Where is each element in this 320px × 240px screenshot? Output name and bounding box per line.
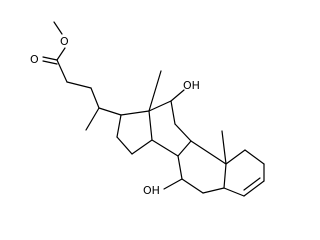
ester-side-chain-bonds [42, 21, 122, 131]
hydroxyl-c12-label: OH [183, 79, 200, 92]
molecule-structure-diagram: O O OH OH [30, 21, 265, 197]
ring-d-bonds [116, 110, 153, 155]
carbonyl-oxygen-label: O [30, 53, 39, 66]
ring-a-bonds [221, 130, 265, 197]
ring-b-bonds [163, 140, 227, 194]
hydroxyl-c7-label: OH [143, 184, 160, 197]
ester-oxygen-label: O [60, 35, 69, 48]
ring-c-bonds [148, 70, 192, 157]
